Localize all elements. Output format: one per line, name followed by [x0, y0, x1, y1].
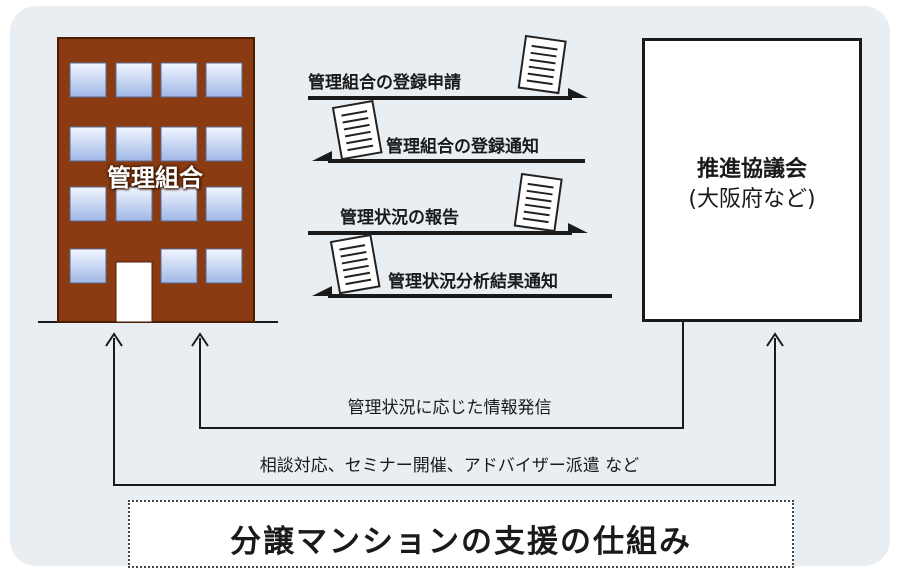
organization-sub: (大阪府など) [688, 187, 816, 212]
flow-label-status-report: 管理状況の報告 [340, 208, 459, 228]
document-icon [517, 35, 567, 95]
flow-label-analysis-notice: 管理状況分析結果通知 [388, 272, 558, 292]
consult-flow-line [105, 332, 784, 486]
info-dissemination-label: 管理状況に応じた情報発信 [347, 398, 552, 418]
organization-name: 推進協議会 [696, 157, 807, 182]
document-icon [332, 100, 383, 161]
flow-arrows [308, 88, 612, 298]
info-flow-line [191, 322, 684, 429]
door [115, 261, 153, 323]
flow-label-registration-application: 管理組合の登録申請 [308, 73, 461, 93]
building-label: 管理組合 [107, 164, 203, 192]
consultation-label: 相談対応、セミナー開催、アドバイザー派遣 など [259, 456, 640, 476]
diagram-title: 分譲マンションの支援の仕組み [230, 524, 692, 560]
organization-box: 推進協議会 (大阪府など) [642, 38, 862, 322]
document-icon [330, 234, 381, 295]
flow-label-registration-notice: 管理組合の登録通知 [386, 137, 539, 157]
building-icon [57, 37, 255, 323]
title-box: 分譲マンションの支援の仕組み [128, 500, 794, 568]
document-icon [513, 173, 563, 233]
